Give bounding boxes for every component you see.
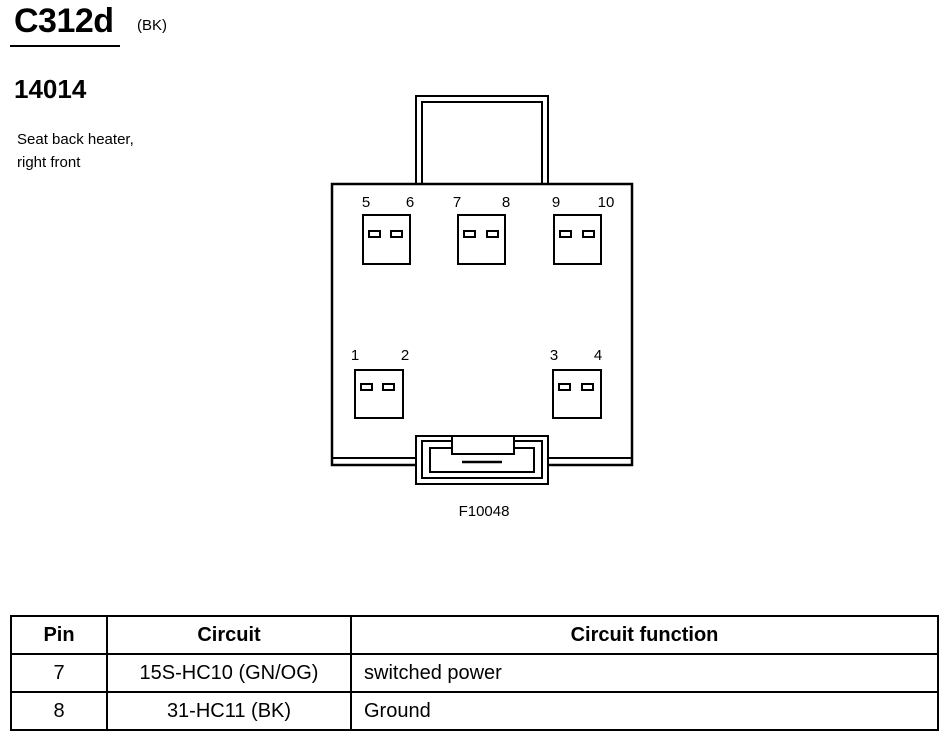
cell-function: switched power <box>350 653 939 693</box>
pin-label-5: 5 <box>362 194 370 211</box>
bottom-key <box>415 435 549 485</box>
pin-label-10: 10 <box>598 194 615 211</box>
cavity-pins-5-6 <box>362 214 411 265</box>
pin-label-1: 1 <box>351 347 359 364</box>
header-circuit-function: Circuit function <box>350 615 939 655</box>
connector-description: Seat back heater, right front <box>17 128 134 174</box>
table-header-row: Pin Circuit Circuit function <box>10 615 939 655</box>
pin-label-6: 6 <box>406 194 414 211</box>
header-circuit: Circuit <box>106 615 352 655</box>
connector-color: (BK) <box>137 17 167 34</box>
pin-label-7: 7 <box>453 194 461 211</box>
pin-label-2: 2 <box>401 347 409 364</box>
pin-function-table: Pin Circuit Circuit function 7 15S-HC10 … <box>10 615 939 731</box>
part-number: 14014 <box>14 74 87 104</box>
pin-label-3: 3 <box>550 347 558 364</box>
cell-circuit: 31-HC11 (BK) <box>106 691 352 731</box>
connector-id: C312d <box>14 2 114 40</box>
connector-body <box>330 182 634 467</box>
figure-label: F10048 <box>459 503 510 520</box>
pin-label-4: 4 <box>594 347 602 364</box>
cavity-pins-9-10 <box>553 214 602 265</box>
cell-pin: 7 <box>10 653 108 693</box>
cavity-pins-1-2 <box>354 369 404 419</box>
pin-label-8: 8 <box>502 194 510 211</box>
cell-circuit: 15S-HC10 (GN/OG) <box>106 653 352 693</box>
pin-label-9: 9 <box>552 194 560 211</box>
cell-function: Ground <box>350 691 939 731</box>
cell-pin: 8 <box>10 691 108 731</box>
table-row: 8 31-HC11 (BK) Ground <box>10 691 939 731</box>
description-line-2: right front <box>17 154 81 171</box>
top-latch <box>415 95 549 185</box>
connector-id-underline <box>10 45 120 47</box>
header-pin: Pin <box>10 615 108 655</box>
cavity-pins-7-8 <box>457 214 506 265</box>
description-line-1: Seat back heater, <box>17 131 134 148</box>
table-row: 7 15S-HC10 (GN/OG) switched power <box>10 653 939 693</box>
cavity-pins-3-4 <box>552 369 602 419</box>
